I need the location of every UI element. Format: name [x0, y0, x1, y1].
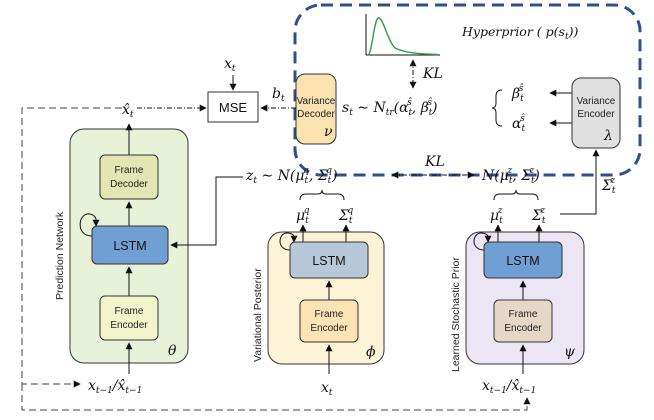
arrow-z-to-lstm: [170, 176, 243, 249]
prior-sigma-label: Σtz: [531, 206, 546, 226]
posterior-mu-label: μtq: [296, 206, 310, 226]
hyperprior-title: Hyperprior ( p(st)): [461, 24, 578, 42]
posterior-sample: zt ∼ N(μtq, Σtq): [245, 166, 338, 186]
variance-decoder: [295, 73, 337, 145]
variance-encoder-label-2: Encoder: [577, 109, 615, 120]
prediction-param: θ: [168, 343, 177, 359]
prediction-frame-encoder-label-2: Encoder: [110, 320, 148, 331]
prediction-lstm-loop: [79, 213, 100, 237]
frame-decoder-label-2: Decoder: [110, 179, 148, 190]
learned-prior-label: Learned Stochastic Prior: [450, 257, 462, 372]
feedback-loop-bottom: [21, 384, 531, 411]
pdf-plot: [365, 14, 440, 56]
prediction-input-label: xt−1/x̂t−1: [88, 378, 142, 396]
posterior-input-label: xt: [321, 380, 333, 398]
prior-frame-encoder-label-2: Encoder: [504, 323, 542, 334]
posterior-lstm: [289, 241, 369, 279]
kl-top-label: KL: [422, 66, 443, 82]
posterior-frame-encoder-label-2: Encoder: [310, 323, 348, 334]
posterior-lstm-loop: [279, 232, 298, 251]
prior-frame-encoder-label-1: Frame: [509, 309, 538, 320]
prior-distribution: N(μtz, Σtz): [481, 166, 540, 186]
prior-frame-encoder: [493, 299, 553, 343]
posterior-frame-encoder-label-1: Frame: [315, 309, 344, 320]
prediction-lstm-label: LSTM: [113, 239, 146, 253]
prediction-frame-encoder-label-1: Frame: [115, 306, 144, 317]
prior-lstm-label: LSTM: [506, 254, 539, 268]
prior-lstm: [483, 241, 563, 279]
xhat-t-label: x̂t: [122, 102, 134, 120]
prior-param: ψ: [564, 344, 576, 360]
bt-label: bt: [272, 86, 285, 104]
posterior-sigma-label: Σtq: [338, 206, 354, 226]
prior-brace: [493, 189, 539, 201]
frame-decoder: [99, 154, 159, 200]
prediction-lstm: [91, 225, 169, 265]
sigma-to-encoder-label: Σtz: [601, 176, 616, 196]
posterior-frame-encoder: [299, 299, 359, 343]
posterior-lstm-label: LSTM: [312, 254, 345, 268]
prior-lstm-loop: [473, 232, 492, 251]
beta-hat-label: βtŝ: [511, 83, 524, 104]
prior-input-label: xt−1/x̂t−1: [482, 378, 536, 396]
variance-decoder-label-2: Decoder: [297, 109, 335, 120]
posterior-brace: [299, 189, 345, 201]
frame-decoder-label-1: Frame: [115, 165, 144, 176]
posterior-param: ϕ: [366, 344, 376, 360]
mse-input-xt: xt: [224, 56, 236, 74]
variance-encoder-param: λ: [603, 128, 613, 144]
hyperprior-distribution: st ∼ Ntr(αtŝ, βtŝ): [342, 97, 438, 118]
kl-mid-label: KL: [424, 154, 445, 170]
variance-decoder-param: ν: [324, 124, 333, 140]
feedback-loop-left: [21, 107, 122, 388]
variance-encoder: [571, 77, 621, 149]
prior-mu-label: μtz: [490, 206, 503, 226]
alpha-hat-label: αtŝ: [512, 113, 525, 134]
prediction-network-label: Prediction Network: [54, 211, 66, 300]
mse-label: MSE: [219, 100, 248, 115]
variance-decoder-label-1: Variance: [297, 96, 336, 107]
variational-posterior-label: Variational Posterior: [252, 268, 264, 362]
prediction-frame-encoder: [99, 295, 159, 341]
arrow-sigma-to-encoder: [560, 149, 600, 215]
mse-box: [207, 91, 259, 123]
variance-encoder-label-1: Variance: [577, 96, 616, 107]
hyper-brace: [491, 89, 503, 127]
